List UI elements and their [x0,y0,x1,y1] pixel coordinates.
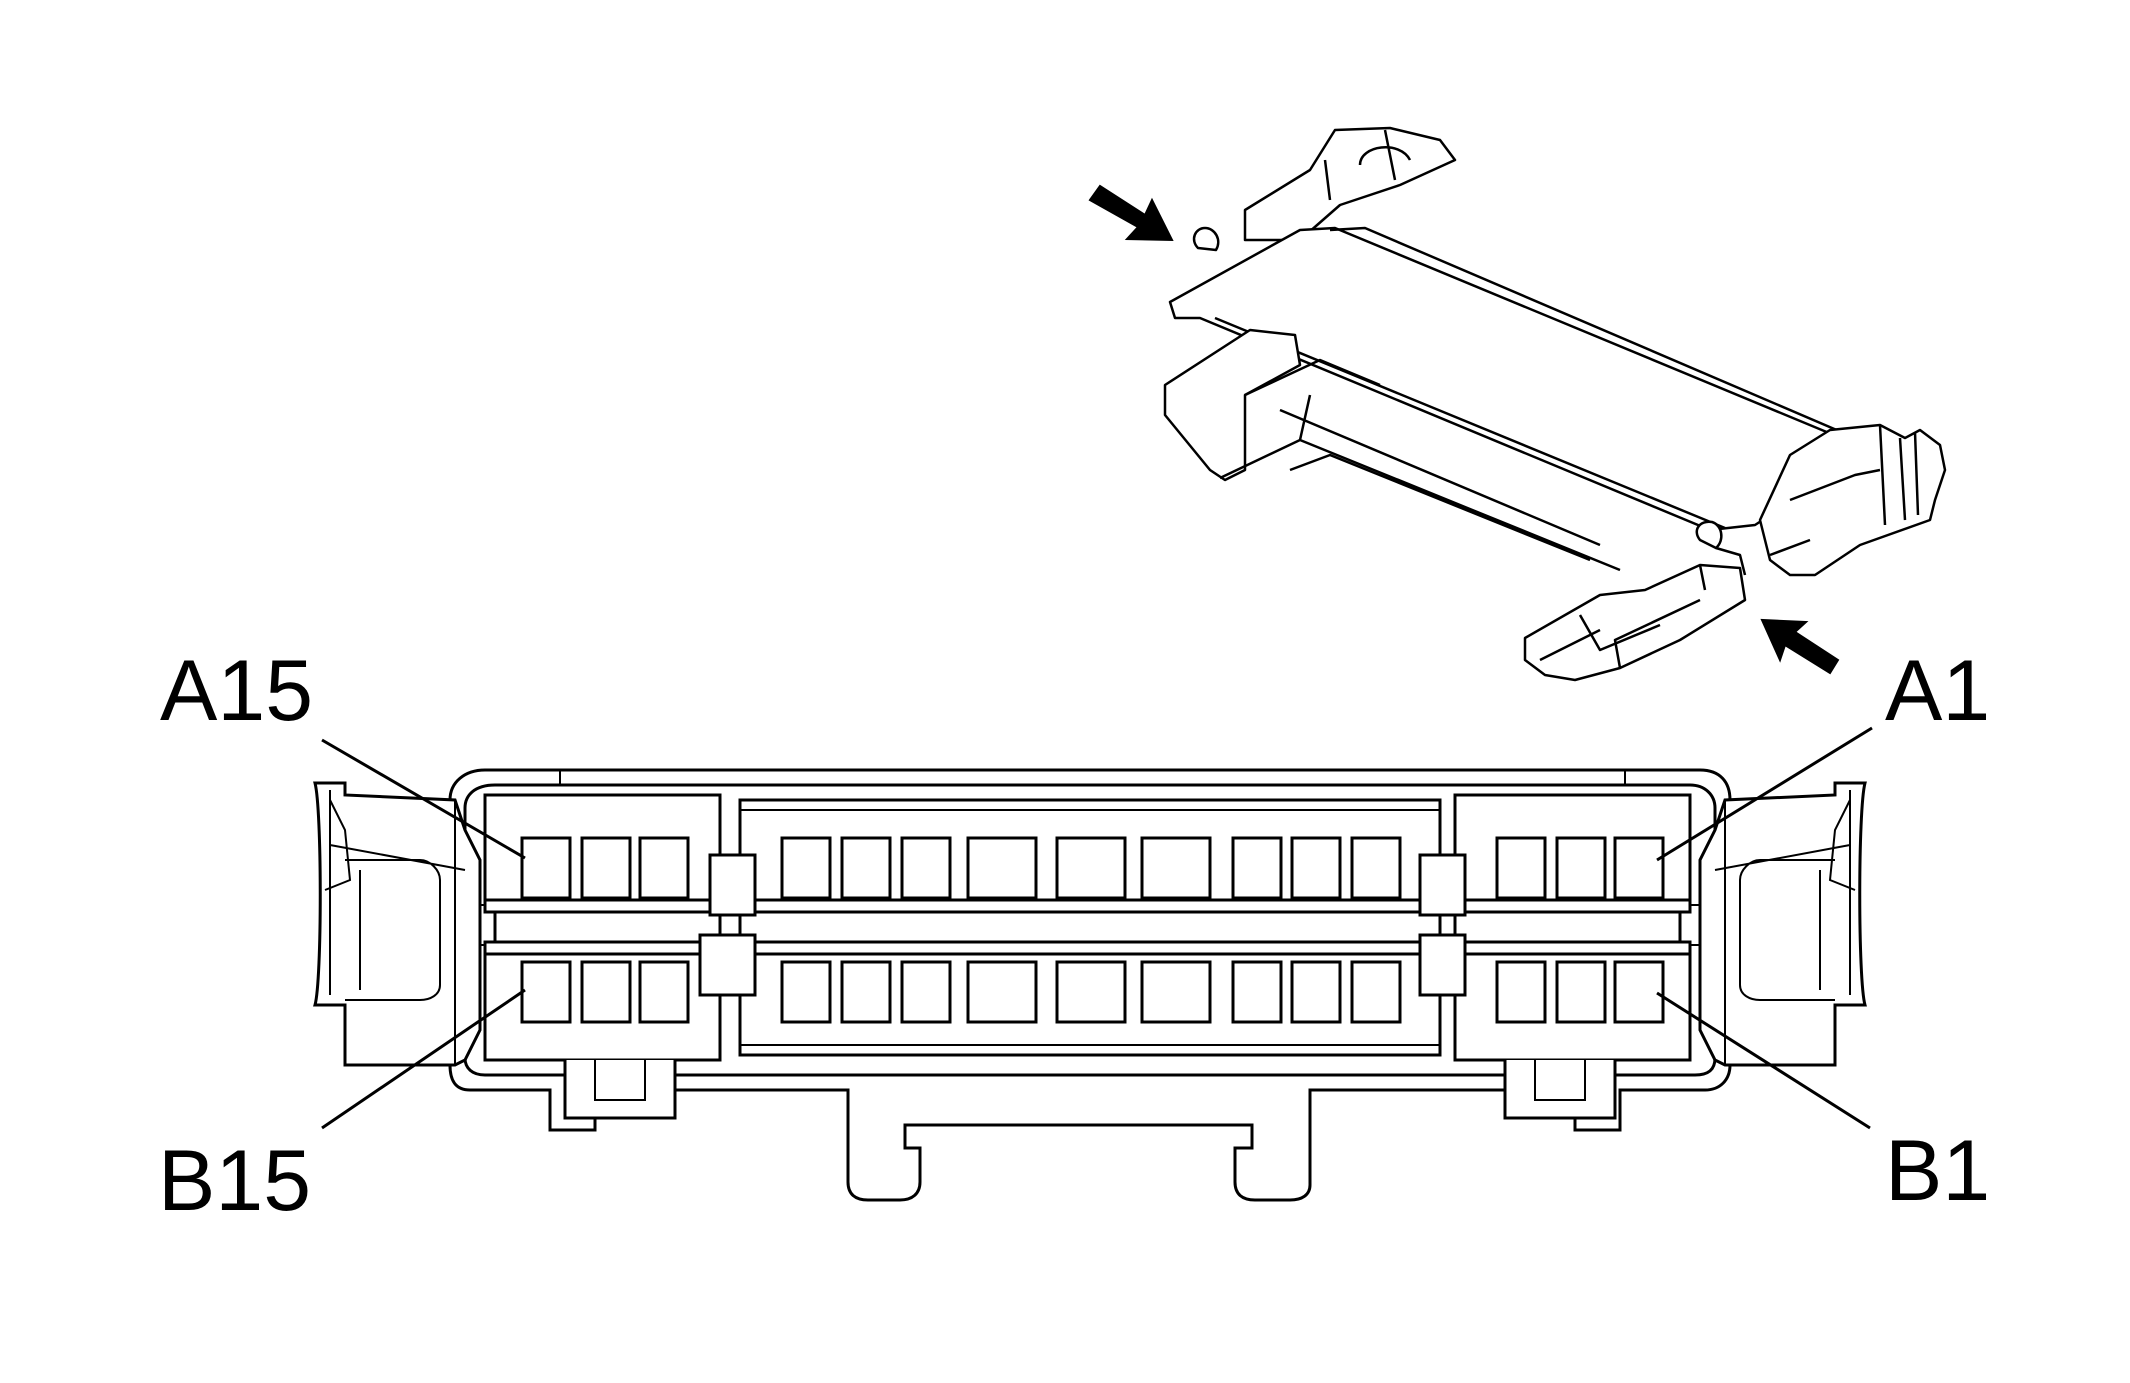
pin-cavity-a8 [1057,838,1125,898]
leader-lines [322,728,1872,1128]
end-module-right-detail [1675,790,1855,1065]
iso-front-block [1525,565,1745,680]
iso-rear-rail [1165,330,1300,480]
row-divider-upper [485,900,1690,912]
connector-isometric-view [1165,128,1945,680]
label-a1: A1 [1885,643,1991,739]
pin-cavity-b2 [1557,962,1605,1022]
pin-cavity-a9 [968,838,1036,898]
pin-block-left-latch-inner [595,1060,645,1100]
pin-cavity-b4 [1352,962,1400,1022]
pin-block-left-latch [565,1060,675,1118]
iso-inner-rails [1220,360,1620,570]
pin-cavity-a14 [582,838,630,898]
pin-cavity-b11 [842,962,890,1022]
pin-cavity-a2 [1557,838,1605,898]
iso-latch-left [1194,228,1218,250]
pin-cavity-a12 [782,838,830,898]
arrow-left-icon [1090,186,1172,240]
pin-block-right-latch [1505,1060,1615,1118]
leader-b1 [1657,993,1870,1128]
pin-cavity-a7 [1142,838,1210,898]
pin-cavity-b8 [1057,962,1125,1022]
pin-cavity-a13 [640,838,688,898]
pin-cavity-a10 [902,838,950,898]
iso-right-end-cap [1760,425,1945,575]
leader-a1 [1657,728,1872,860]
pin-cavity-b5 [1292,962,1340,1022]
label-a15: A15 [160,643,314,739]
iso-left-cap-detail [1325,130,1410,200]
pin-cavity-b7 [1142,962,1210,1022]
guide-key-left-upper [710,855,755,915]
row-divider-lower [485,942,1690,954]
pin-cavity-a15 [522,838,570,898]
iso-plate-rib [1215,228,1860,528]
pin-cavity-b3 [1497,962,1545,1022]
pin-cavity-b9 [968,962,1036,1022]
iso-left-end-cap [1245,128,1455,240]
pin-cavity-a5 [1292,838,1340,898]
pin-cavity-a4 [1352,838,1400,898]
pin-block-right-latch-inner [1535,1060,1585,1100]
label-b15: B15 [158,1133,312,1229]
iso-latch-right-stem [1716,548,1745,575]
arrow-right-icon [1762,620,1838,673]
pin-cavity-b15 [522,962,570,1022]
pin-cavity-b1 [1615,962,1663,1022]
pin-cavity-b12 [782,962,830,1022]
guide-key-right-upper [1420,855,1465,915]
arrows [1090,186,1838,673]
iso-latch-right [1697,522,1722,548]
pin-cavity-b13 [640,962,688,1022]
iso-right-cap-detail [1770,425,1918,555]
label-b1: B1 [1885,1123,1991,1219]
pin-cavity-a11 [842,838,890,898]
guide-key-left-lower [700,935,755,995]
end-module-left [315,783,480,1065]
pin-cavity-a3 [1497,838,1545,898]
pin-block-center-rails [740,810,1440,1045]
leader-b15 [322,990,525,1128]
pin-cavity-b6 [1233,962,1281,1022]
pin-cavity-a6 [1233,838,1281,898]
pin-cavity-b14 [582,962,630,1022]
iso-front-block-detail [1540,565,1705,668]
iso-top-plate [1170,228,1870,530]
end-module-right [1700,783,1865,1065]
pin-cavities [522,838,1663,1022]
housing-inner [465,785,1715,1075]
leader-a15 [322,740,525,858]
end-module-left-detail [325,790,505,1065]
pin-cavity-a1 [1615,838,1663,898]
guide-key-right-lower [1420,935,1465,995]
pin-cavity-b10 [902,962,950,1022]
